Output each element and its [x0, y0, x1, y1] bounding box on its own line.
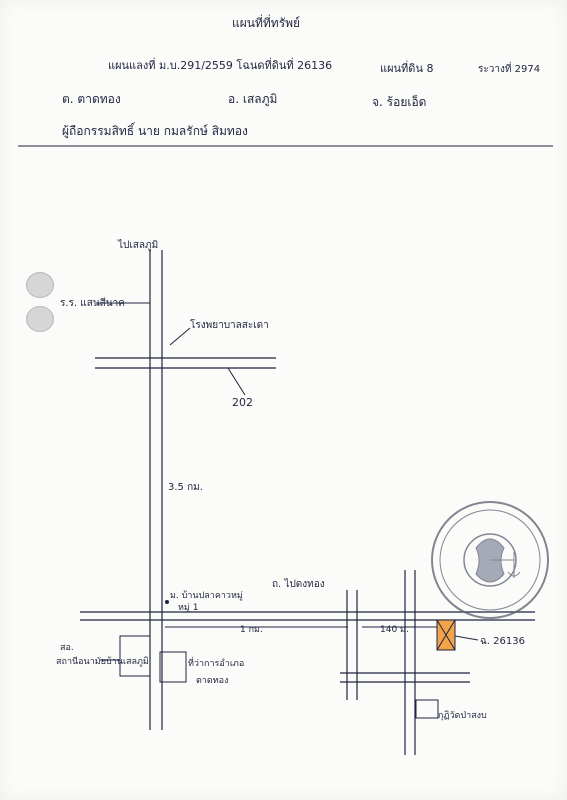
school-label: ร.ร. แสนสีนาค [60, 298, 125, 309]
north-road-label: ไปเสลภูมิ [118, 240, 159, 251]
punch-hole-bottom [26, 306, 54, 332]
health-center-label: สถานีอนามัยบ้านเสลภูมิ [56, 657, 149, 667]
office-label-2: ตาดทอง [196, 676, 229, 686]
health-prefix-label: สอ. [60, 643, 74, 653]
hospital-label: โรงพยาบาลสะเดา [190, 320, 269, 331]
hospital-leader [169, 327, 191, 346]
page-title: แผนที่ที่ทรัพย์ [232, 16, 301, 30]
map-sheet-ref: ระวางที่ 2974 [478, 64, 541, 75]
temple-label: กุฏิวัดป่าสงบ [438, 711, 487, 721]
subdistrict: ต. ตาดทอง [62, 92, 121, 106]
office-label: ที่ว่าการอำเภอ [188, 659, 245, 669]
highway-leader [227, 367, 246, 396]
health-center-box [119, 635, 151, 677]
owner-line: ผู้ถือกรรมสิทธิ์ นาย กมลรักษ์ สิมทอง [62, 124, 248, 138]
official-seal [431, 501, 549, 619]
province: จ. ร้อยเอ็ด [372, 95, 427, 109]
parcel-leader [454, 635, 479, 641]
punch-hole-top [26, 272, 54, 298]
parcel-label: ฉ. 26136 [480, 636, 525, 647]
tambon-road-label: ถ. ไปดงทอง [272, 579, 325, 590]
village-marker [165, 600, 169, 604]
distance-3-5km: 3.5 กม. [168, 482, 203, 493]
temple-box [415, 699, 439, 719]
village-label: ม. บ้านปลาคาวหมู่ [170, 591, 243, 601]
distance-140m-label: 140 ม. [380, 625, 409, 635]
sheet-number: แผนที่ดิน 8 [380, 62, 434, 75]
district-office-box [159, 651, 187, 683]
parcel-cross-b [436, 619, 456, 651]
district: อ. เสลภูมิ [228, 92, 278, 106]
distance-1km-label: 1 กม. [240, 625, 263, 635]
highway-label: 202 [232, 396, 253, 409]
deed-number: แผนแลงที่ ม.บ.291/2559 โฉนดที่ดินที่ 261… [108, 59, 333, 72]
village-number: หมู่ 1 [178, 603, 199, 613]
